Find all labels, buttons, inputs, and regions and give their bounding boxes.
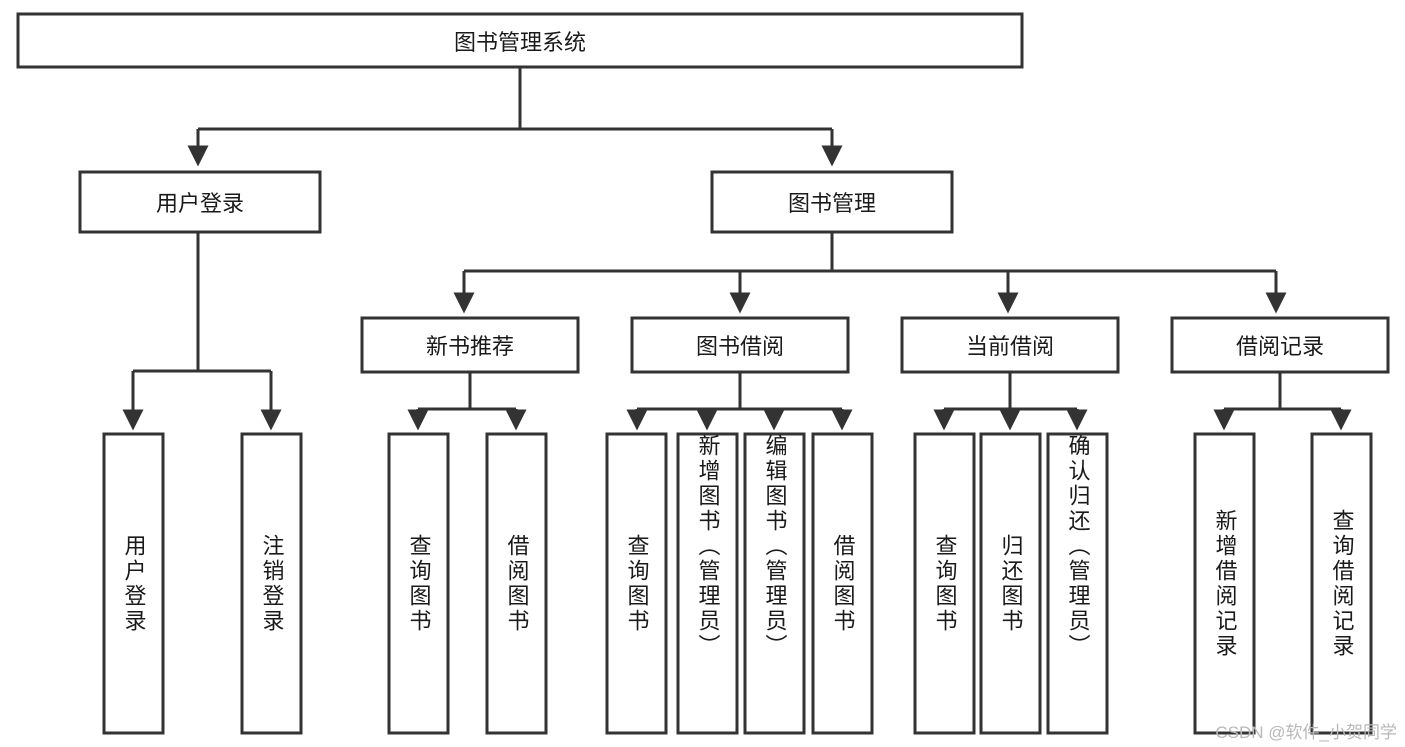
node-box-leaf-edit-book[interactable] [743,432,806,735]
connectors-current-borrow-to-leaves [933,372,1088,431]
node-box-leaf-confirm-return[interactable] [1046,432,1109,735]
node-box-leaf-query-book-2[interactable] [605,432,668,735]
connectors-new-book-recommend-to-leaves [407,372,527,431]
connectors-borrow-record-to-leaves [1213,372,1352,431]
node-box-leaf-query-book-3[interactable] [913,432,976,735]
node-box-leaf-return-book[interactable] [979,432,1042,735]
node-box-book-borrow[interactable] [630,316,850,374]
node-box-leaf-user-login[interactable] [102,432,165,735]
node-box-leaf-add-record[interactable] [1193,432,1256,735]
connectors-book-manage-to-level2 [453,232,1287,314]
node-box-leaf-query-record[interactable] [1310,432,1373,735]
connectors-book-borrow-to-leaves [626,372,853,431]
node-box-user-login[interactable] [78,170,322,234]
node-box-new-book-recommend[interactable] [360,316,580,374]
connectors-root-to-level1 [187,67,843,167]
connectors-user-login-to-leaves [122,232,282,431]
node-box-book-manage[interactable] [710,170,954,234]
node-box-leaf-user-logout[interactable] [240,432,303,735]
node-box-leaf-add-book[interactable] [676,432,739,735]
node-box-leaf-borrow-book-2[interactable] [811,432,874,735]
node-box-leaf-borrow-book-1[interactable] [485,432,548,735]
node-box-current-borrow[interactable] [900,316,1120,374]
node-box-leaf-query-book-1[interactable] [387,432,450,735]
node-box-root[interactable] [16,12,1024,69]
node-box-borrow-record[interactable] [1170,316,1390,374]
